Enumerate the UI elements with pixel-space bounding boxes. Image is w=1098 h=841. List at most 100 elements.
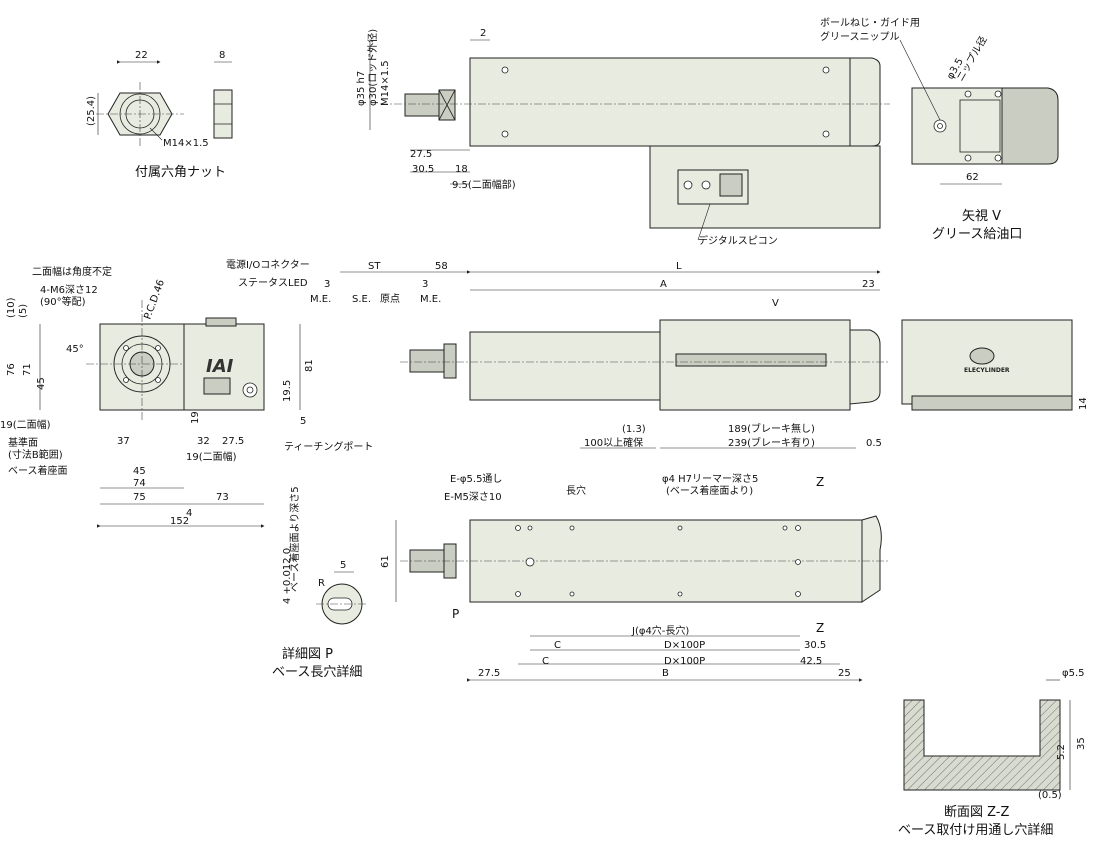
view-v-caption-1: 矢視 V: [962, 209, 1001, 224]
dim-D2: D×100P: [664, 656, 705, 667]
rod-dim-m14: M14×1.5: [380, 60, 391, 106]
dim-37: 37: [117, 436, 130, 447]
side-dim-19-flats: 19(二面幅): [186, 450, 237, 463]
side-dim-5: 5: [300, 416, 306, 427]
nut-width-dim: 22: [135, 50, 148, 61]
slot-label: 長穴: [566, 484, 586, 497]
view-v-caption-2: グリース給油口: [932, 227, 1022, 242]
dim-152: 152: [170, 516, 189, 527]
stroke-label: ST: [368, 261, 381, 272]
dim-25: 25: [838, 668, 851, 679]
dim-3b: 3: [422, 279, 428, 290]
dim-18: 18: [455, 164, 468, 175]
dim-J: J(φ4穴-長穴): [631, 624, 689, 637]
mech-end-2: M.E.: [420, 294, 441, 305]
detail-p: 4 +0.012 0 ベース着座面より深さ5 5 R 詳細図 P ベース長穴詳細: [272, 486, 368, 680]
ream-label-2: (ベース着座面より): [666, 484, 753, 497]
rod-dim-35: φ35 h7: [356, 71, 367, 106]
note-m6-depth: 4-M6深さ12: [40, 284, 98, 296]
section-z-bottom: Z: [816, 621, 824, 635]
dim-239: 239(ブレーキ有り): [728, 436, 815, 449]
grease-label-2: グリースニップル: [820, 30, 900, 43]
power-io-label: 電源I/Oコネクター: [226, 258, 310, 271]
rod-dim-30: φ30(ロッド外径): [366, 29, 379, 106]
angle-45: 45°: [66, 344, 84, 355]
main-view: ST 58 L A 23 3 3 M.E. S.E. 原点 M.E. V (1.…: [310, 261, 1089, 449]
mech-end-1: M.E.: [310, 294, 331, 305]
note-90-deg: (90°等配): [40, 295, 86, 308]
detail-p-caption-2: ベース長穴詳細: [272, 664, 362, 680]
dim-2: 2: [480, 28, 486, 39]
dim-73: 73: [216, 492, 229, 503]
dim-45: 45: [36, 377, 47, 390]
dim-19: 19: [190, 411, 201, 424]
dim-30-5: 30.5: [412, 164, 434, 175]
view-v-arrow: V: [772, 298, 779, 309]
dim-62: 62: [966, 172, 979, 183]
dim-23: 23: [862, 279, 875, 290]
dim-30-5b: 30.5: [804, 640, 826, 651]
controller-label: デジタルスピコン: [698, 234, 778, 247]
dim-27-5: 27.5: [410, 149, 432, 160]
section-zz: φ5.5 35 5.2 (0.5) 断面図 Z-Z ベース取付け用通し穴詳細: [898, 668, 1087, 838]
depth-label: ベース着座面より深さ5: [288, 486, 301, 592]
section-caption-2: ベース取付け用通し穴詳細: [898, 822, 1053, 838]
teaching-port-label: ティーチングポート: [284, 440, 373, 453]
dim-58: 58: [435, 261, 448, 272]
section-z-top: Z: [816, 475, 824, 489]
e-through-hole: E-φ5.5通し: [450, 473, 502, 485]
note-flats-angle: 二面幅は角度不定: [32, 265, 112, 278]
dim-75: 75: [133, 492, 146, 503]
base-ref-2: (寸法B範囲): [8, 448, 63, 461]
detail-dim-5: 5: [340, 560, 346, 571]
nut-height-dim: (25.4): [86, 96, 97, 126]
stroke-end: S.E.: [352, 294, 371, 305]
radius-label: R: [318, 578, 325, 589]
dim-5: (5): [18, 304, 29, 318]
detail-p-marker: P: [452, 607, 459, 621]
dim-61: 61: [380, 555, 391, 568]
base-seat: ベース着座面: [8, 464, 68, 477]
dim-74: 74: [133, 478, 146, 489]
iai-logo: IAI: [206, 356, 234, 377]
bottom-view: E-φ5.5通し E-M5深さ10 長穴 φ4 H7リーマー深さ5 (ベース着座…: [380, 473, 890, 682]
dim-D1: D×100P: [664, 640, 705, 651]
status-led-label: ステータスLED: [238, 277, 308, 289]
dim-81: 81: [304, 359, 315, 372]
e-m5-tap: E-M5深さ10: [444, 491, 502, 503]
dim-C1: C: [554, 640, 561, 651]
dim-19-5: 19.5: [282, 380, 293, 402]
front-view: 二面幅は角度不定 4-M6深さ12 (90°等配) P.C.D.46 45° (…: [0, 265, 265, 528]
dim-B: B: [662, 668, 669, 679]
nut-caption: 付属六角ナット: [135, 165, 226, 180]
dim-9-5: 9.5(二面幅部): [452, 178, 516, 191]
sec-dim-0-5: (0.5): [1038, 790, 1062, 801]
dim-19-flats: 19(二面幅): [0, 418, 51, 431]
dim-27-5b: 27.5: [478, 668, 500, 679]
section-caption-1: 断面図 Z-Z: [944, 805, 1010, 820]
length-A: A: [660, 279, 667, 290]
dim-100: 100以上確保: [584, 436, 643, 449]
dim-1-3: (1.3): [622, 424, 646, 435]
dim-71: 71: [22, 363, 33, 376]
hex-nut-view: 22 8 (25.4) M14×1.5 付属六角ナット: [86, 50, 233, 180]
sec-dim-35: 35: [1076, 737, 1087, 750]
nut-thickness-dim: 8: [219, 50, 225, 61]
tolerance-label: 4 +0.012 0: [282, 548, 293, 604]
top-view: φ35 h7 φ30(ロッド外径) M14×1.5 2 27.5 30.5 18…: [356, 28, 890, 247]
dim-76: 76: [6, 363, 17, 376]
grease-label-1: ボールねじ・ガイド用: [820, 17, 920, 29]
dim-4: 4: [186, 508, 192, 519]
base-ref-1: 基準面: [8, 436, 38, 449]
dim-C2: C: [542, 656, 549, 667]
dim-10: (10): [6, 297, 17, 318]
dim-32: 32: [197, 436, 210, 447]
dim-189: 189(ブレーキ無し): [728, 422, 815, 435]
side-view: 電源I/Oコネクター ステータスLED IAI 81 19.5 5 19 32 …: [183, 258, 373, 505]
brand-label: ELECYLINDER: [964, 367, 1010, 374]
nut-thread-label: M14×1.5: [163, 138, 209, 149]
detail-p-caption-1: 詳細図 P: [282, 646, 333, 662]
ream-label-1: φ4 H7リーマー深さ5: [662, 473, 758, 485]
